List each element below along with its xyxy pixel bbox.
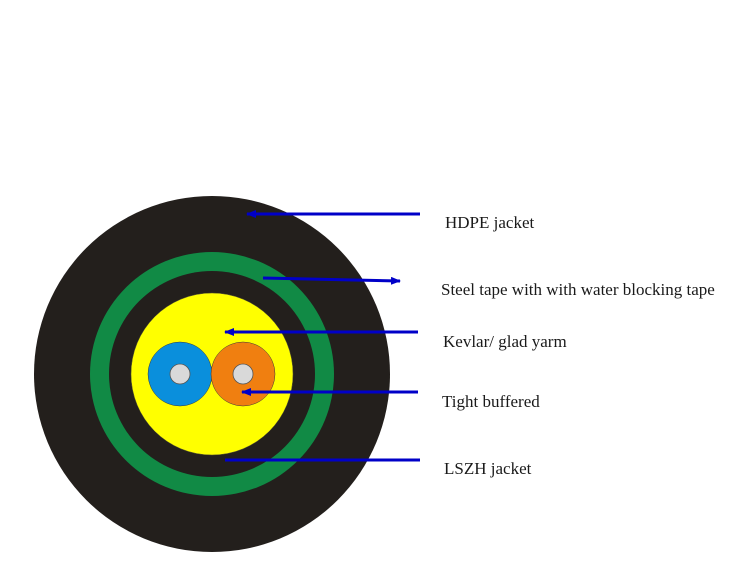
label-steel-tape: Steel tape with with water blocking tape — [441, 280, 715, 299]
fiber-orange-core — [232, 363, 254, 385]
arrow-steel — [262, 276, 401, 285]
label-hdpe-jacket: HDPE jacket — [445, 213, 535, 232]
label-lszh-jacket: LSZH jacket — [444, 459, 532, 478]
fiber-blue-core — [169, 363, 191, 385]
label-kevlar-yarn: Kevlar/ glad yarm — [443, 332, 567, 351]
label-tight-buffered: Tight buffered — [442, 392, 540, 411]
